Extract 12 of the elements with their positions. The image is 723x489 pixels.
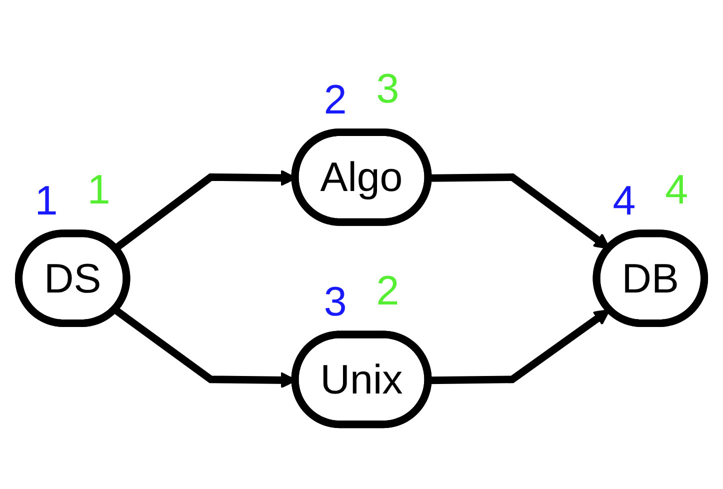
node-number: 4 (665, 166, 688, 212)
ellipse-node: Algo (291, 128, 432, 226)
ellipse-node: DS (14, 230, 130, 327)
node-number: 1 (34, 178, 58, 224)
node-number: 3 (376, 65, 400, 112)
node-number: 1 (87, 166, 110, 212)
node-number: 4 (612, 178, 636, 224)
node-number: 2 (376, 268, 400, 314)
node-number: 2 (324, 76, 347, 122)
node-number: 3 (324, 278, 347, 325)
ellipse-node: DB (592, 230, 708, 327)
ellipse-node: Unix (291, 330, 432, 428)
